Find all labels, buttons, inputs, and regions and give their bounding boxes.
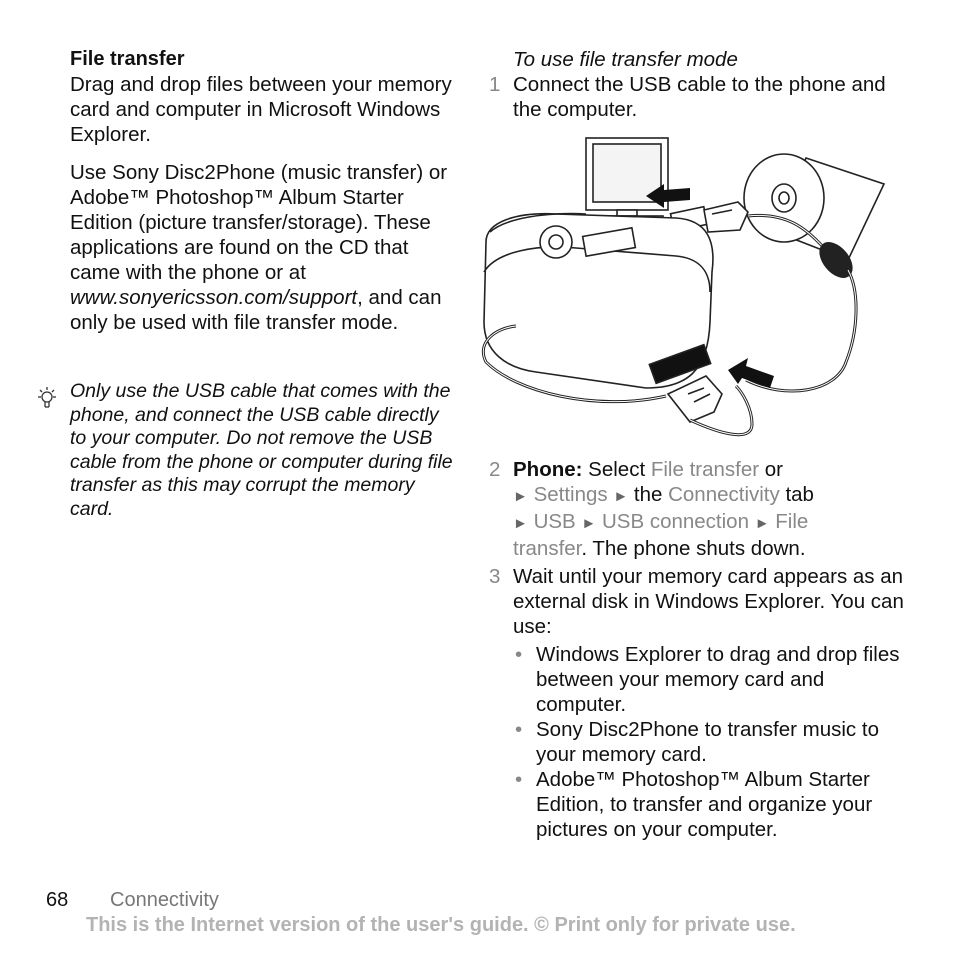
left-column: File transfer Drag and drop files betwee… bbox=[70, 47, 455, 335]
step-text: Wait until your memory card appears as a… bbox=[513, 565, 904, 638]
tip-box: Only use the USB cable that comes with t… bbox=[36, 380, 456, 521]
list-item-text: Adobe™ Photoshop™ Album Starter Edition,… bbox=[536, 768, 873, 841]
section-name: Connectivity bbox=[110, 889, 219, 911]
bullet-icon: • bbox=[515, 643, 523, 666]
list-item: • Adobe™ Photoshop™ Album Starter Editio… bbox=[513, 767, 909, 842]
menu-connectivity: Connectivity bbox=[668, 483, 780, 506]
arrow-to-phone bbox=[728, 358, 774, 388]
step-text: the bbox=[628, 483, 669, 506]
internet-version-notice: This is the Internet version of the user… bbox=[86, 914, 796, 936]
section-heading: File transfer bbox=[70, 48, 185, 70]
right-column-top: To use file transfer mode 1 Connect the … bbox=[489, 47, 909, 122]
applications-text-a: Use Sony Disc2Phone (music transfer) or … bbox=[70, 161, 448, 284]
arrow-icon: ► bbox=[754, 515, 770, 532]
step-number: 1 bbox=[489, 73, 501, 96]
step-text: Select bbox=[582, 458, 651, 481]
step-number: 2 bbox=[489, 458, 501, 481]
bullet-icon: • bbox=[515, 718, 523, 741]
menu-file-transfer: File transfer bbox=[650, 458, 760, 481]
arrow-icon: ► bbox=[613, 488, 629, 505]
page-number: 68 bbox=[46, 889, 69, 911]
step-text: . The phone shuts down. bbox=[581, 537, 806, 560]
usb-connection-illustration bbox=[481, 137, 886, 437]
menu-file: File bbox=[775, 510, 809, 533]
procedure-heading: To use file transfer mode bbox=[513, 48, 738, 71]
phone-connector-plug bbox=[666, 375, 723, 423]
menu-settings: Settings bbox=[533, 483, 608, 506]
list-item: • Windows Explorer to drag and drop file… bbox=[513, 642, 909, 717]
bullet-icon: • bbox=[515, 768, 523, 791]
step-text: tab bbox=[779, 483, 814, 506]
step-text: Connect the USB cable to the phone and t… bbox=[513, 73, 886, 121]
cd-disc bbox=[743, 153, 886, 262]
menu-transfer: transfer bbox=[513, 537, 582, 560]
intro-paragraph: Drag and drop files between your memory … bbox=[70, 73, 452, 146]
menu-usb-connection: USB connection bbox=[601, 510, 749, 533]
arrow-icon: ► bbox=[581, 515, 597, 532]
list-item-text: Windows Explorer to drag and drop files … bbox=[536, 643, 900, 716]
list-item-text: Sony Disc2Phone to transfer music to you… bbox=[536, 718, 879, 766]
mobile-phone bbox=[483, 212, 714, 389]
applications-paragraph: Use Sony Disc2Phone (music transfer) or … bbox=[70, 160, 455, 335]
step-3: 3 Wait until your memory card appears as… bbox=[489, 564, 909, 639]
phone-label: Phone: bbox=[513, 458, 583, 481]
arrow-icon: ► bbox=[513, 488, 528, 505]
right-column-bottom: 2 Phone: Select File transfer or ► Setti… bbox=[489, 457, 909, 842]
tip-text: Only use the USB cable that comes with t… bbox=[70, 380, 453, 520]
step-2: 2 Phone: Select File transfer or ► Setti… bbox=[489, 457, 909, 561]
arrow-to-computer bbox=[646, 184, 690, 208]
step-number: 3 bbox=[489, 565, 501, 588]
arrow-icon: ► bbox=[513, 515, 528, 532]
step-text: or bbox=[759, 458, 784, 481]
step-1: 1 Connect the USB cable to the phone and… bbox=[489, 72, 909, 122]
lightbulb-icon bbox=[38, 387, 56, 408]
applications-text-b: , and can only be used with file transfe… bbox=[70, 286, 442, 334]
list-item: • Sony Disc2Phone to transfer music to y… bbox=[513, 717, 909, 767]
menu-usb: USB bbox=[533, 510, 576, 533]
support-link[interactable]: www.sonyericsson.com/support bbox=[70, 286, 358, 309]
